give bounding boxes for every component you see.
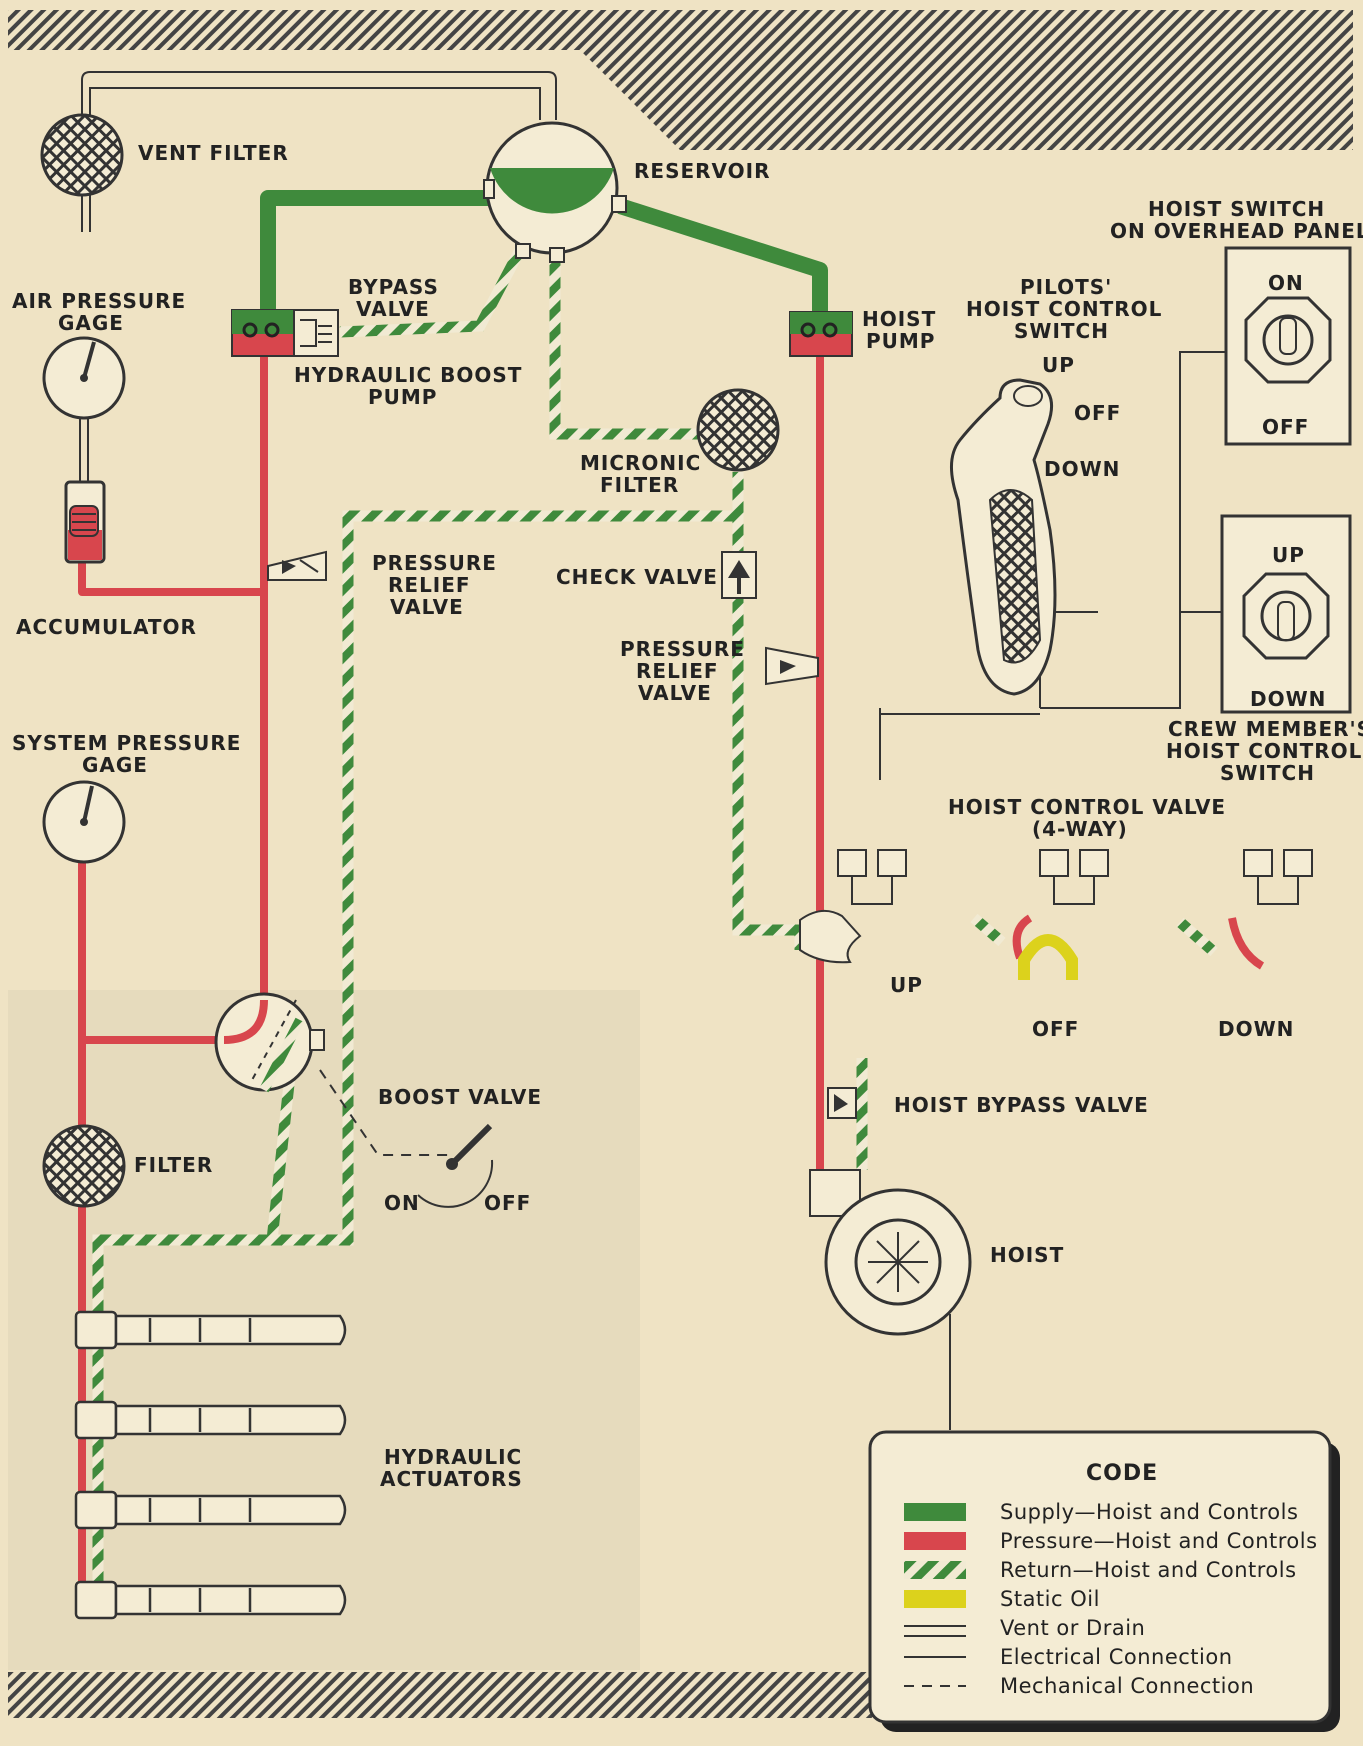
- hoist-icon: [809, 1169, 972, 1472]
- legend-label-static: Static Oil: [1000, 1587, 1100, 1611]
- air-pressure-gage-icon: [42, 336, 126, 482]
- legend-label-supply: Supply—Hoist and Controls: [1000, 1500, 1298, 1524]
- code-legend: CODE Supply—Hoist and ControlsPressure—H…: [868, 1430, 1340, 1732]
- actuators-label-2: ACTUATORS: [380, 1467, 523, 1491]
- relief-valve-1-label-3: VALVE: [390, 595, 464, 619]
- crew-hoist-control-switch-icon[interactable]: [1220, 514, 1352, 714]
- legend-swatch-supply: [904, 1503, 966, 1521]
- overhead-on-label: ON: [1268, 271, 1304, 295]
- valve-off-label: OFF: [1032, 1017, 1079, 1041]
- relief-valve-2-label-2: RELIEF: [636, 659, 719, 683]
- system-pressure-gage-label-1: SYSTEM PRESSURE: [12, 731, 241, 755]
- bottom-hatch-border: [8, 1672, 908, 1718]
- actuators-label-1: HYDRAULIC: [384, 1445, 522, 1469]
- legend-label-vent: Vent or Drain: [1000, 1616, 1145, 1640]
- hoist-pump-label-1: HOIST: [862, 307, 936, 331]
- actuator-4: [74, 1580, 347, 1620]
- legend-label-electrical: Electrical Connection: [1000, 1645, 1233, 1669]
- control-valve-down-icon: [1243, 849, 1313, 905]
- micronic-filter-label-1: MICRONIC: [580, 451, 701, 475]
- supply-lines: [260, 190, 828, 320]
- overhead-hoist-switch-icon[interactable]: [1224, 246, 1352, 446]
- filter-icon: [42, 1124, 126, 1208]
- accumulator-icon: [64, 480, 106, 564]
- hoist-control-valve-label-2: (4-WAY): [1032, 817, 1128, 841]
- actuator-2: [74, 1400, 347, 1440]
- boost-valve-icon: [214, 992, 325, 1093]
- pressure-relief-valve-icon: [267, 550, 327, 581]
- pilot-switch-off-label: OFF: [1074, 401, 1121, 425]
- boost-pump-label-2: PUMP: [368, 385, 437, 409]
- relief-valve-1-label-2: RELIEF: [388, 573, 471, 597]
- bypass-valve-label-2: VALVE: [356, 297, 430, 321]
- hoist-switch-label-2: ON OVERHEAD PANEL: [1110, 219, 1363, 243]
- hoist-switch-label-1: HOIST SWITCH: [1148, 197, 1325, 221]
- valve-down-label: DOWN: [1218, 1017, 1294, 1041]
- crew-switch-label-2: HOIST CONTROL: [1166, 739, 1362, 763]
- crew-switch-down-label: DOWN: [1250, 687, 1326, 711]
- relief-valve-2-label-1: PRESSURE: [620, 637, 745, 661]
- hoist-control-valve-label-1: HOIST CONTROL VALVE: [948, 795, 1226, 819]
- boost-valve-off-label: OFF: [484, 1191, 531, 1215]
- hoist-bypass-valve-icon: [827, 1087, 857, 1119]
- boost-pump-label-1: HYDRAULIC BOOST: [294, 363, 522, 387]
- reservoir-icon: [483, 121, 627, 263]
- relief-valve-2-label-3: VALVE: [638, 681, 712, 705]
- hoist-pump-icon: [789, 311, 853, 357]
- hoist-pump-label-2: PUMP: [866, 329, 935, 353]
- filter-label: FILTER: [134, 1153, 213, 1177]
- legend-label-pressure: Pressure—Hoist and Controls: [1000, 1529, 1318, 1553]
- control-valve-off-icon: [1018, 849, 1109, 980]
- actuator-1: [74, 1310, 347, 1350]
- boost-valve-on-label: ON: [384, 1191, 420, 1215]
- legend-swatch-pressure: [904, 1532, 966, 1550]
- actuator-group: [74, 1310, 347, 1620]
- pilots-grip-switch-icon[interactable]: [949, 378, 1057, 696]
- relief-valve-1-label-1: PRESSURE: [372, 551, 497, 575]
- pilot-switch-up-label: UP: [1042, 353, 1075, 377]
- control-valve-up-icon: [799, 849, 907, 964]
- vent-filter-label: VENT FILTER: [138, 141, 289, 165]
- crew-switch-label-3: SWITCH: [1220, 761, 1315, 785]
- bypass-valve-label-1: BYPASS: [348, 275, 439, 299]
- system-pressure-gage-label-2: GAGE: [82, 753, 148, 777]
- valve-up-label: UP: [890, 973, 923, 997]
- reservoir-label: RESERVOIR: [634, 159, 771, 183]
- pressure-relief-valve-2-icon: [765, 646, 819, 686]
- crew-switch-label-1: CREW MEMBER'S: [1168, 717, 1363, 741]
- hoist-label: HOIST: [990, 1243, 1064, 1267]
- pilots-switch-label-2: HOIST CONTROL: [966, 297, 1162, 321]
- top-hatch-border: [8, 10, 1353, 50]
- crew-switch-up-label: UP: [1272, 543, 1305, 567]
- top-right-hatch-band: [580, 50, 1353, 150]
- pilots-switch-label-1: PILOTS': [1020, 275, 1112, 299]
- air-pressure-gage-label-2: GAGE: [58, 311, 124, 335]
- hydraulic-boost-pump-icon: [231, 309, 339, 357]
- hoist-bypass-valve-label: HOIST BYPASS VALVE: [894, 1093, 1149, 1117]
- overhead-off-label: OFF: [1262, 415, 1309, 439]
- boost-valve-label: BOOST VALVE: [378, 1085, 542, 1109]
- system-pressure-gage-icon: [42, 780, 126, 864]
- code-title: CODE: [1086, 1461, 1158, 1486]
- legend-label-return: Return—Hoist and Controls: [1000, 1558, 1297, 1582]
- pilots-switch-label-3: SWITCH: [1014, 319, 1109, 343]
- boost-valve-lever-icon[interactable]: [417, 1123, 494, 1208]
- check-valve-icon: [721, 551, 757, 599]
- mechanical-link: [319, 1069, 450, 1156]
- legend-label-mechanical: Mechanical Connection: [1000, 1674, 1254, 1698]
- actuator-3: [74, 1490, 347, 1530]
- micronic-filter-label-2: FILTER: [600, 473, 679, 497]
- check-valve-label: CHECK VALVE: [556, 565, 718, 589]
- pilot-switch-down-label: DOWN: [1044, 457, 1120, 481]
- micronic-filter-icon: [696, 388, 780, 472]
- legend-swatch-return: [904, 1561, 966, 1579]
- legend-swatch-static: [904, 1590, 966, 1608]
- air-pressure-gage-label-1: AIR PRESSURE: [12, 289, 186, 313]
- accumulator-label: ACCUMULATOR: [16, 615, 197, 639]
- vent-filter-icon: [40, 113, 124, 197]
